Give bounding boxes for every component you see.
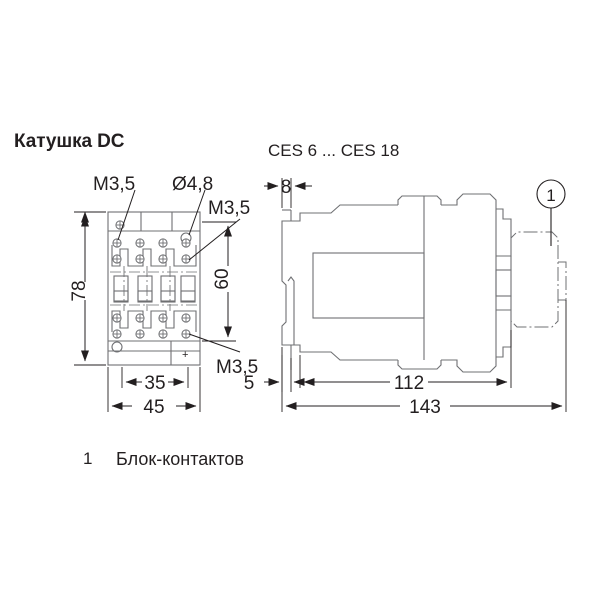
variant-range-label: CES 6 ... CES 18: [268, 141, 399, 160]
dimension-143: [281, 300, 567, 412]
dimension-60: [202, 221, 236, 342]
dimension-value-143: 143: [409, 397, 441, 418]
dimension-value-35: 35: [144, 373, 165, 394]
dimension-value-45: 45: [143, 397, 164, 418]
legend-number: 1: [83, 449, 92, 468]
legend-text: Блок-контактов: [116, 449, 244, 469]
dimension-45: [107, 367, 201, 412]
dimension-value-5: 5: [244, 373, 255, 394]
polarity-mark: +: [182, 349, 188, 361]
dimension-8: [264, 178, 312, 208]
front-view-geometry: [107, 211, 201, 366]
annotation-thread-top-right: M3,5: [208, 198, 250, 219]
dimension-value-60: 60: [212, 268, 233, 289]
dimension-78: [74, 211, 106, 366]
balloon-label: 1: [546, 186, 555, 205]
balloon-leader: [536, 179, 566, 246]
annotation-thread-bottom: M3,5: [216, 357, 258, 378]
side-view-geometry: [281, 193, 512, 373]
dimension-5: [264, 347, 308, 392]
annotation-thread-top-left: M3,5: [93, 174, 135, 195]
front-view-leaders: [117, 189, 241, 353]
auxiliary-contact-block: [510, 231, 567, 328]
page-title: Катушка DC: [14, 131, 125, 152]
annotation-hole-diameter: Ø4,8: [172, 174, 213, 195]
dimension-35: [121, 367, 189, 388]
dimension-value-8: 8: [281, 177, 292, 198]
dimension-112: [299, 330, 512, 388]
dimension-value-78: 78: [69, 280, 90, 301]
dimension-value-112: 112: [394, 373, 424, 394]
